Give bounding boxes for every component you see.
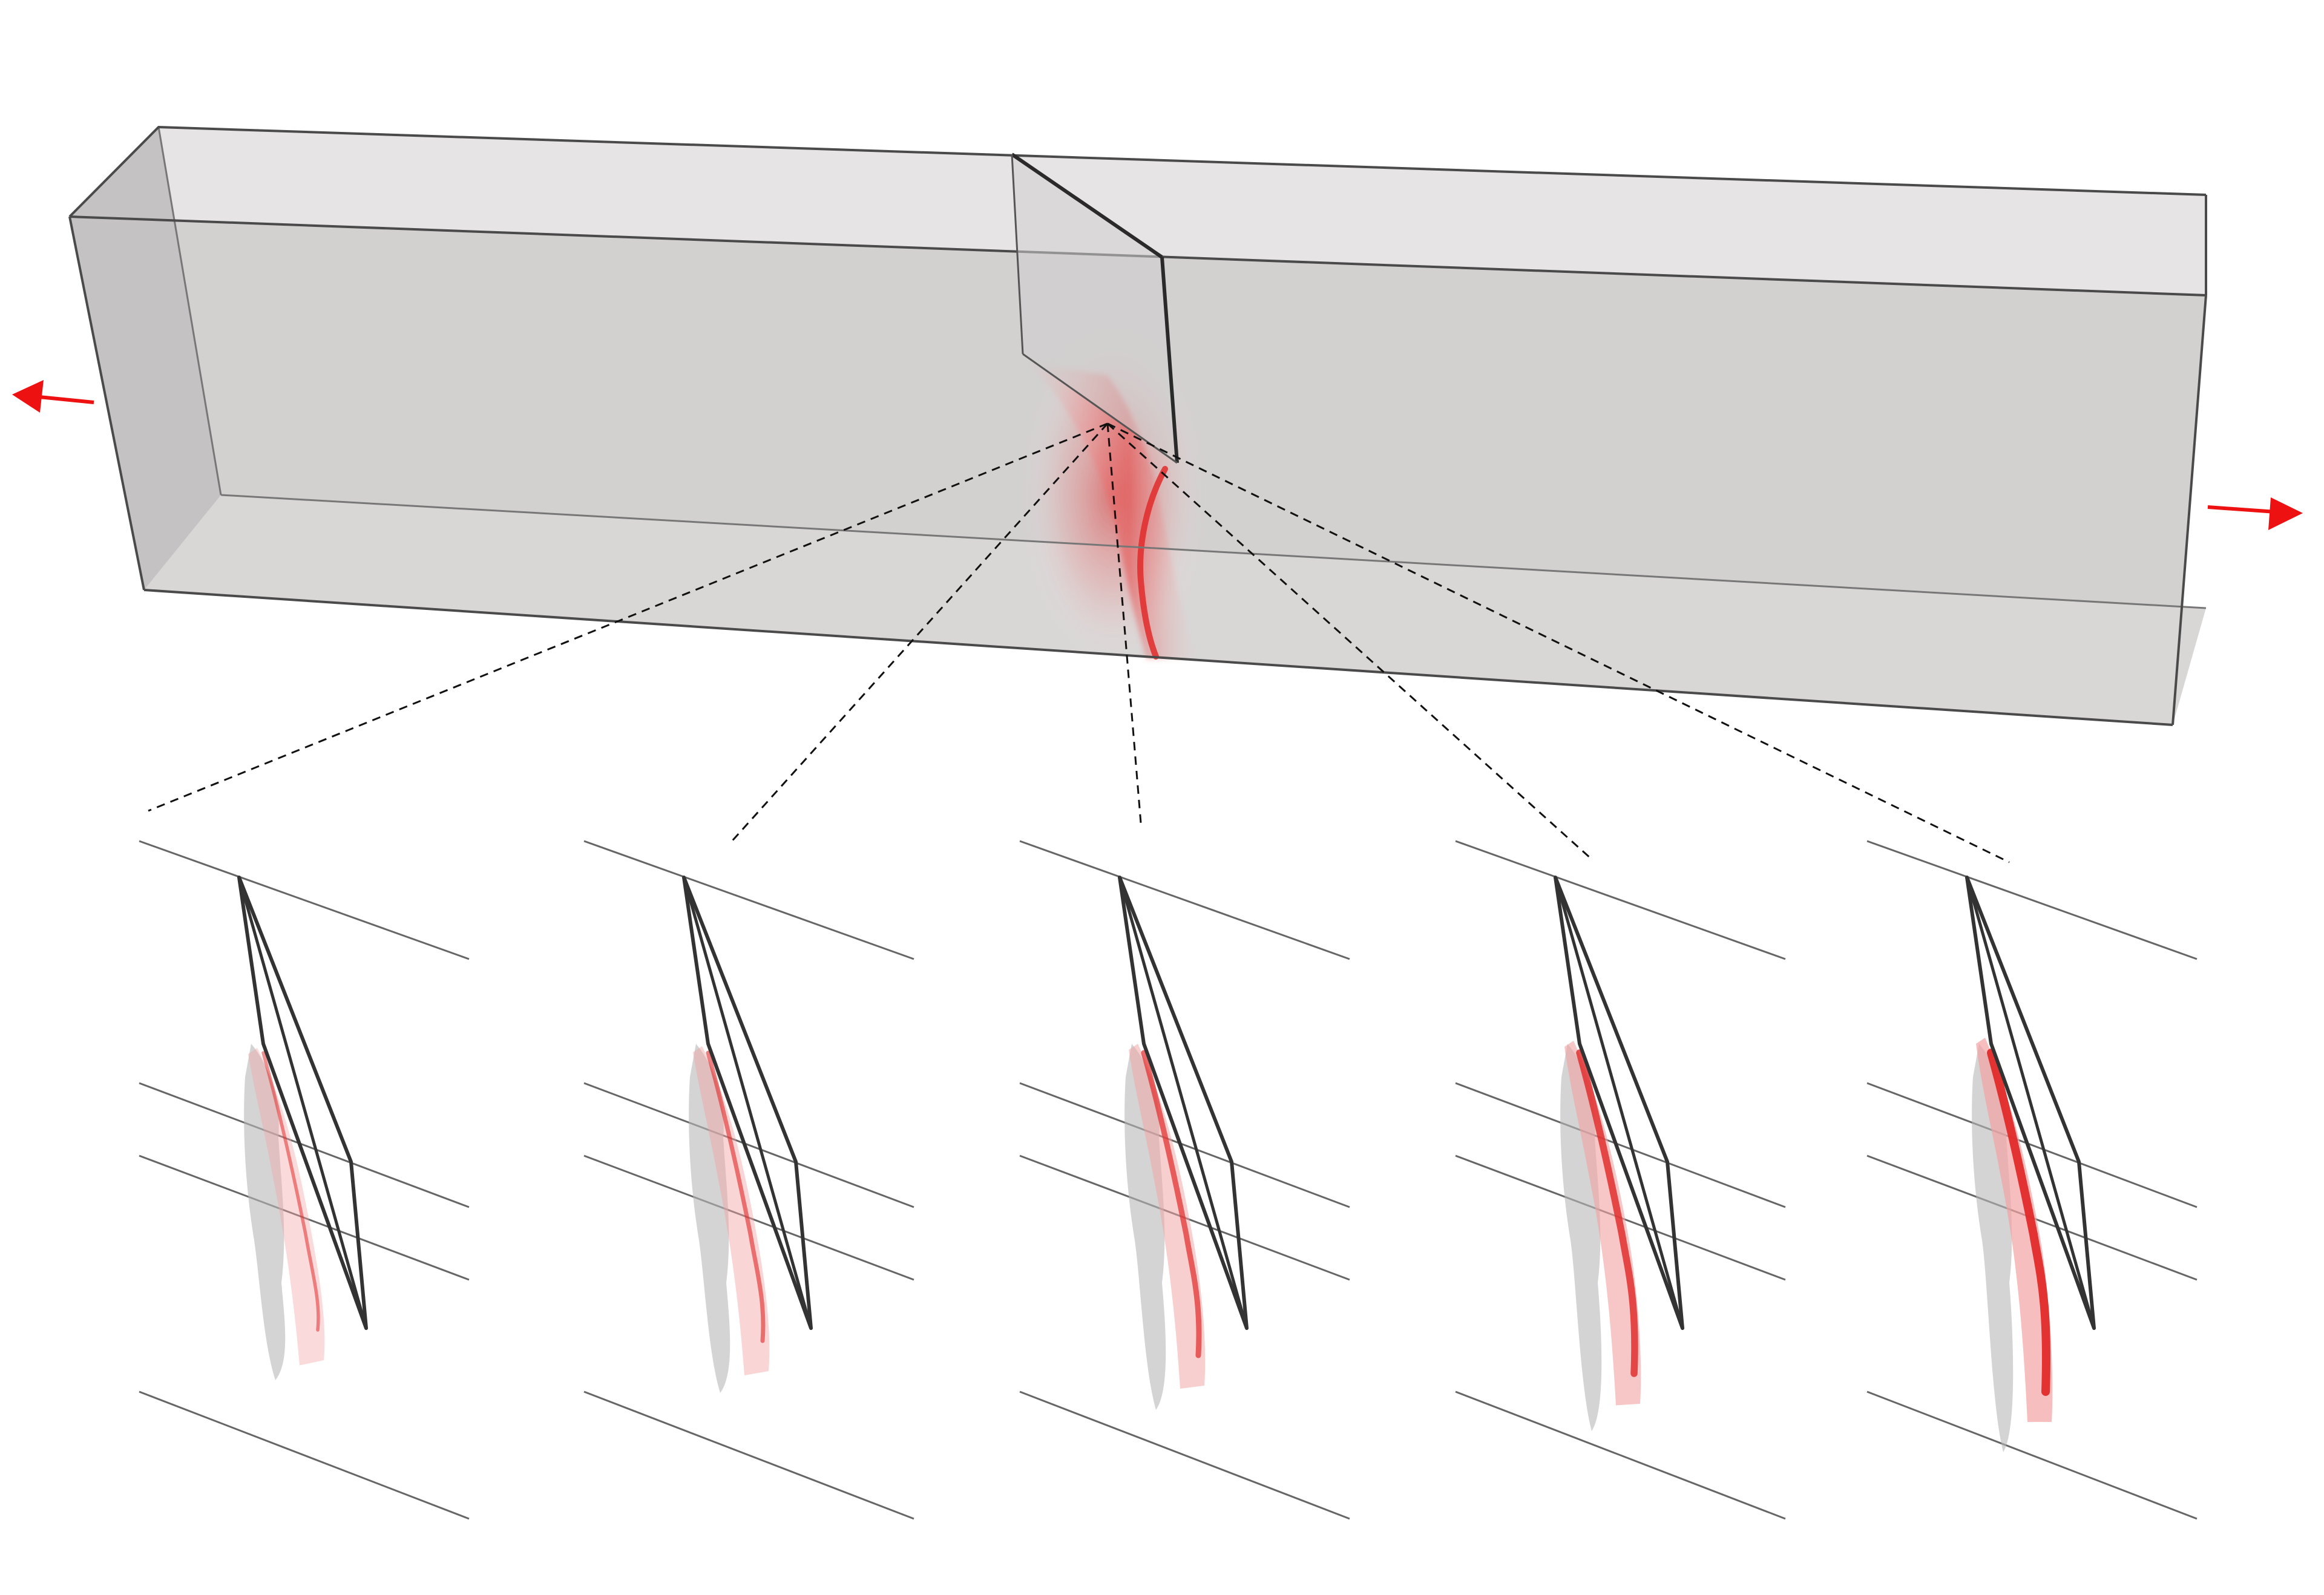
stage-crack	[261, 1051, 320, 1332]
stage-panels	[139, 840, 2198, 1520]
stage-notch-diagonal	[1554, 877, 1684, 1329]
stage-notch-diagonal	[1965, 877, 2096, 1329]
stage-panel-3	[1019, 840, 1350, 1520]
beam-left-end-face	[70, 127, 221, 590]
beam	[68, 126, 2207, 726]
stage-guide-lines	[583, 840, 914, 1520]
stage-guide-lines	[139, 840, 470, 1520]
stage-guide-lines	[1019, 840, 1350, 1520]
stage-damage-band	[248, 1048, 325, 1366]
stage-notch-diagonal	[237, 877, 368, 1329]
stage-damage-band	[1129, 1044, 1206, 1389]
beam-crack-path	[1137, 466, 1168, 660]
stage-damage-band	[1564, 1041, 1641, 1406]
beam-top-face	[70, 127, 2206, 295]
stage-panel-5	[1866, 840, 2198, 1520]
stage-damage-band	[693, 1046, 770, 1375]
stage-panel-1	[139, 840, 470, 1520]
stage-crack	[1141, 1050, 1202, 1358]
stage-crack	[706, 1050, 766, 1343]
beam-hidden-edges	[157, 126, 2207, 609]
stage-guide-lines	[1455, 840, 1786, 1520]
stage-panel-2	[583, 840, 914, 1520]
leader-lines	[148, 422, 2010, 863]
beam-notch	[1011, 152, 1179, 464]
stage-panel-4	[1455, 840, 1786, 1520]
stage-gray-region	[244, 1044, 286, 1380]
stage-crack	[1576, 1049, 1638, 1377]
load-arrows	[12, 380, 2303, 530]
stage-notch-diagonal	[1118, 877, 1249, 1329]
left-load-arrow	[12, 380, 94, 413]
right-load-arrow	[2207, 497, 2303, 530]
stage-crack	[1987, 1049, 2050, 1396]
stage-gray-region	[689, 1044, 730, 1393]
stage-notch-diagonal	[682, 877, 813, 1329]
stage-damage-band	[1976, 1038, 2053, 1422]
